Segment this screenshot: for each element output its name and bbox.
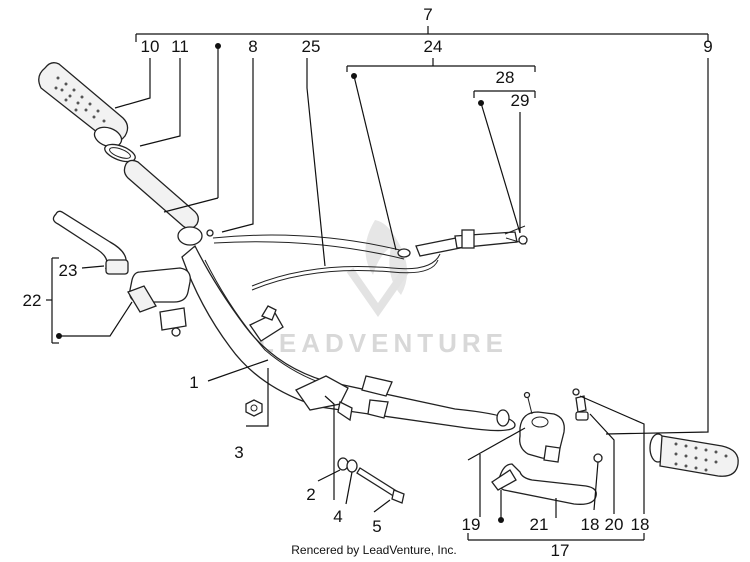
callout-20: 20: [605, 515, 624, 534]
callout-1: 1: [189, 373, 198, 392]
bracket-24: [346, 58, 536, 72]
throttle-cables: [212, 225, 528, 291]
callout-labels: 7 10 11 8 25 24 9 28 29 23 22 1 3 2 4 5 …: [23, 5, 713, 560]
callout-19: 19: [462, 515, 481, 534]
bracket-7: [135, 26, 709, 42]
watermark-text: LEADVENTURE: [258, 328, 508, 358]
callout-2: 2: [306, 485, 315, 504]
grip-ring: [104, 143, 136, 163]
bolt: [356, 467, 405, 504]
callout-17: 17: [551, 541, 570, 560]
left-brake-lever: [52, 210, 129, 275]
callout-10: 10: [141, 37, 160, 56]
watermark: LEADVENTURE: [258, 220, 508, 358]
left-grip: [38, 62, 129, 148]
callout-25: 25: [302, 37, 321, 56]
callout-24: 24: [424, 37, 443, 56]
leader-lines: [59, 46, 709, 520]
leader-dots: [56, 43, 504, 523]
callout-11: 11: [171, 37, 189, 56]
washer: [337, 457, 349, 471]
watermark-logo-icon: [365, 220, 408, 295]
callout-18b: 18: [631, 515, 650, 534]
callout-3: 3: [234, 443, 243, 462]
callout-18a: 18: [581, 515, 600, 534]
nut: [245, 399, 263, 417]
callout-9: 9: [703, 37, 712, 56]
callout-28: 28: [496, 68, 515, 87]
right-grip: [649, 433, 739, 477]
handlebar: [181, 244, 516, 432]
master-cylinder: [127, 267, 191, 337]
bracket-28: [473, 90, 536, 98]
callout-23: 23: [59, 261, 78, 280]
callout-22: 22: [23, 291, 42, 310]
bracket-17: [467, 533, 645, 541]
throttle-tube: [123, 159, 214, 246]
callout-21: 21: [530, 515, 549, 534]
callout-4: 4: [333, 507, 342, 526]
callout-29: 29: [511, 91, 530, 110]
footer-credit: Rencered by LeadVenture, Inc.: [291, 543, 456, 557]
callout-8: 8: [248, 37, 257, 56]
callout-5: 5: [372, 517, 381, 536]
bracket-22: [46, 257, 59, 344]
watermark-v-icon: [346, 267, 410, 317]
right-lever-assembly: [491, 388, 603, 505]
washer-2: [346, 459, 358, 473]
callout-7: 7: [423, 5, 432, 24]
